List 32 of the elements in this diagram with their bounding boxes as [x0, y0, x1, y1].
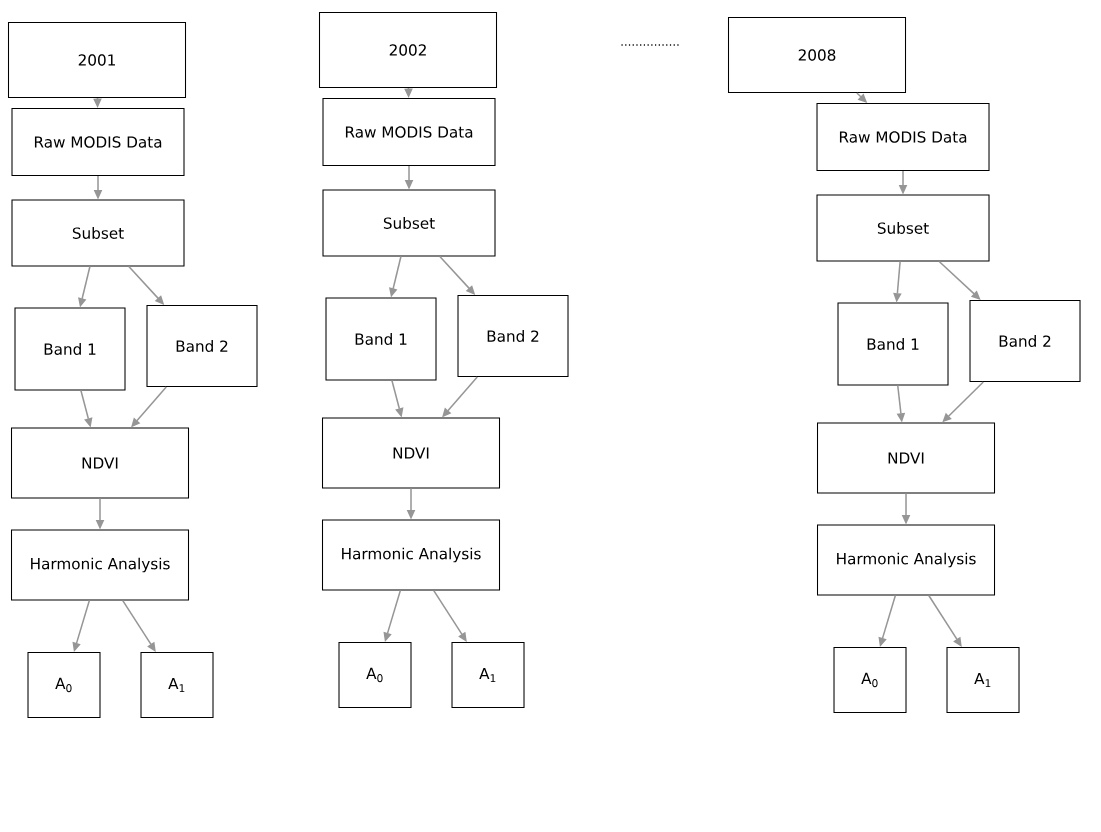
band-box: Band 2 [146, 305, 258, 388]
process-box: NDVI [817, 422, 996, 494]
ellipsis-dots: ................ [621, 44, 679, 46]
year-box: 2001 [8, 21, 187, 99]
process-box: Raw MODIS Data [322, 98, 496, 167]
process-box: Raw MODIS Data [816, 102, 990, 172]
process-box: Subset [11, 199, 185, 267]
output-box: A$_{0}$ [27, 652, 101, 719]
output-box: A$_{1}$ [451, 642, 525, 709]
process-box: Harmonic Analysis [322, 519, 501, 591]
process-box: Subset [816, 194, 990, 262]
year-box: 2002 [319, 11, 498, 89]
arrow [938, 260, 981, 300]
output-box: A$_{1}$ [946, 647, 1020, 714]
arrow [122, 599, 156, 652]
arrow [928, 594, 962, 647]
process-box: Harmonic Analysis [11, 529, 190, 601]
process-box: Harmonic Analysis [817, 524, 996, 596]
process-box: NDVI [11, 427, 190, 499]
band-box: Band 2 [457, 295, 569, 378]
year-box: 2008 [728, 17, 907, 94]
output-box: A$_{0}$ [338, 642, 412, 709]
output-box: A$_{0}$ [833, 647, 907, 714]
band-box: Band 1 [837, 302, 949, 386]
arrow [433, 589, 467, 642]
band-box: Band 1 [14, 307, 126, 391]
process-box: NDVI [322, 417, 501, 489]
process-box: Subset [322, 189, 496, 257]
process-box: Raw MODIS Data [11, 108, 185, 177]
band-box: Band 1 [325, 297, 437, 381]
output-box: A$_{1}$ [140, 652, 214, 719]
band-box: Band 2 [969, 300, 1081, 383]
